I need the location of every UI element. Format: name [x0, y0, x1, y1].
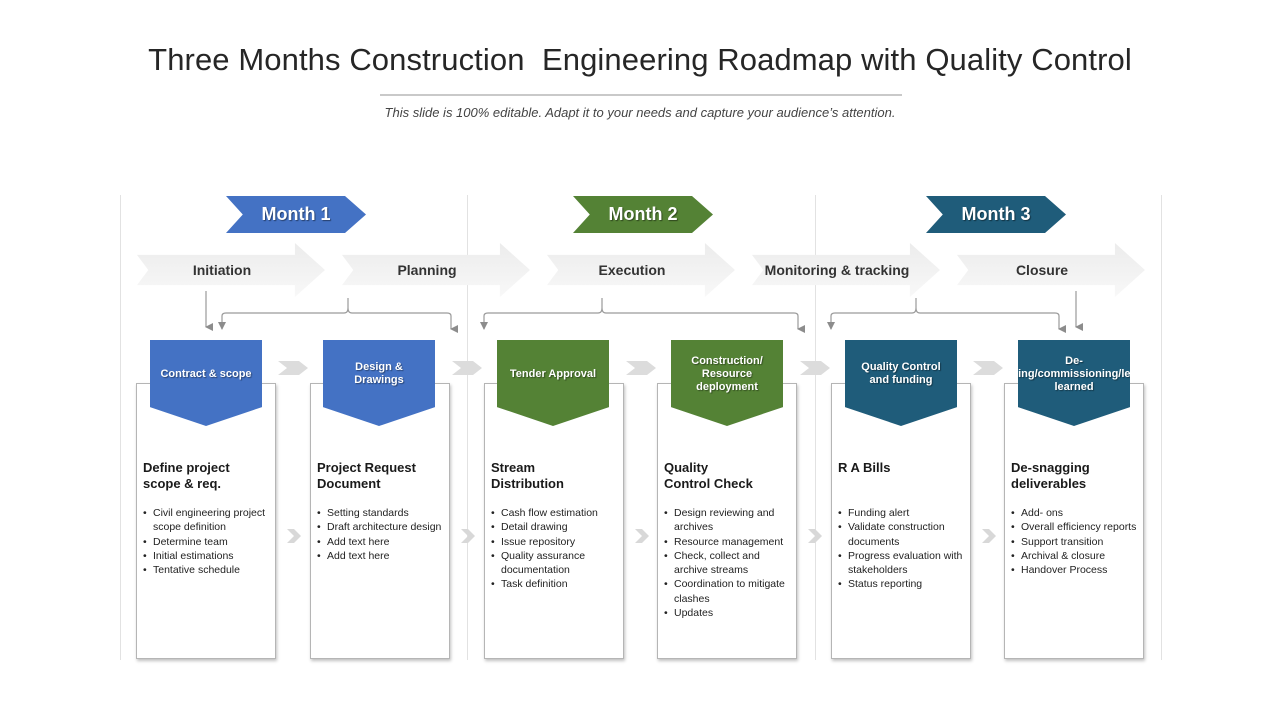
bullet-item: Coordination to mitigate clashes: [664, 577, 796, 606]
card-title: Stream Distribution: [491, 460, 564, 491]
month-banner-2: Month 2: [573, 196, 713, 233]
bullet-item: Overall efficiency reports: [1011, 520, 1143, 535]
step-tag-1: Contract & scope: [150, 340, 262, 426]
chevron-right-icon: [452, 361, 482, 375]
bullet-item: Support transition: [1011, 535, 1143, 550]
bullet-item: Handover Process: [1011, 563, 1143, 578]
column-divider: [1161, 195, 1162, 660]
bullet-item: Civil engineering project scope definiti…: [143, 506, 275, 535]
card-title: R A Bills: [838, 460, 891, 475]
card-title: De-snagging deliverables: [1011, 460, 1090, 491]
step-card-6: De-snagging deliverables Add- onsOverall…: [1004, 383, 1144, 659]
connector-execution: [483, 298, 798, 329]
bullet-item: Funding alert: [838, 506, 970, 521]
bullet-item: Setting standards: [317, 506, 449, 521]
chevron-right-icon: [973, 361, 1003, 375]
card-bullets: Design reviewing and archivesResource ma…: [664, 506, 796, 621]
bullet-item: Quality assurance documentation: [491, 549, 623, 578]
chevron-right-icon: [635, 529, 649, 543]
column-divider: [467, 195, 468, 660]
bullet-item: Determine team: [143, 535, 275, 550]
bullet-item: Check, collect and archive streams: [664, 549, 796, 578]
bullet-item: Updates: [664, 606, 796, 621]
card-bullets: Setting standardsDraft architecture desi…: [317, 506, 449, 563]
bullet-item: Detail drawing: [491, 520, 623, 535]
chevron-right-icon: [982, 529, 996, 543]
bullet-item: Resource management: [664, 535, 796, 550]
bullet-item: Archival & closure: [1011, 549, 1143, 564]
chevron-right-icon: [278, 361, 308, 375]
card-bullets: Funding alertValidate construction docum…: [838, 506, 970, 592]
bullet-item: Validate construction documents: [838, 520, 970, 549]
card-title: Quality Control Check: [664, 460, 753, 491]
slide-title: Three Months Construction Engineering Ro…: [148, 42, 1132, 77]
bullet-item: Tentative schedule: [143, 563, 275, 578]
bullet-item: Add text here: [317, 549, 449, 564]
bullet-item: Design reviewing and archives: [664, 506, 796, 535]
bullet-item: Draft architecture design: [317, 520, 449, 535]
card-bullets: Cash flow estimationDetail drawingIssue …: [491, 506, 623, 592]
chevron-right-icon: [808, 529, 822, 543]
bullet-item: Status reporting: [838, 577, 970, 592]
step-card-2: Project Request Document Setting standar…: [310, 383, 450, 659]
column-divider: [815, 195, 816, 660]
step-tag-6: De-snagging/commissioning/lessons learne…: [1018, 340, 1130, 426]
chevron-right-icon: [626, 361, 656, 375]
chevron-right-icon: [287, 529, 301, 543]
month-banner-3: Month 3: [926, 196, 1066, 233]
bullet-item: Issue repository: [491, 535, 623, 550]
slide-subtitle: This slide is 100% editable. Adapt it to…: [384, 105, 896, 120]
connector-monitoring: [830, 298, 1059, 329]
step-card-4: Quality Control Check Design reviewing a…: [657, 383, 797, 659]
bullet-item: Cash flow estimation: [491, 506, 623, 521]
bullet-item: Initial estimations: [143, 549, 275, 564]
step-tag-4: Construction/ Resource deployment: [671, 340, 783, 426]
bullet-item: Add- ons: [1011, 506, 1143, 521]
column-divider: [120, 195, 121, 660]
bullet-item: Task definition: [491, 577, 623, 592]
chevron-right-icon: [461, 529, 475, 543]
title-divider: [380, 94, 902, 96]
step-tag-5: Quality Control and funding: [845, 340, 957, 426]
card-bullets: Add- onsOverall efficiency reportsSuppor…: [1011, 506, 1143, 578]
month-banner-1: Month 1: [226, 196, 366, 233]
step-tag-2: Design & Drawings: [323, 340, 435, 426]
card-bullets: Civil engineering project scope definiti…: [143, 506, 275, 578]
step-card-1: Define project scope & req. Civil engine…: [136, 383, 276, 659]
card-title: Project Request Document: [317, 460, 416, 491]
card-title: Define project scope & req.: [143, 460, 230, 491]
bullet-item: Add text here: [317, 535, 449, 550]
bullet-item: Progress evaluation with stakeholders: [838, 549, 970, 578]
step-card-3: Stream Distribution Cash flow estimation…: [484, 383, 624, 659]
chevron-right-icon: [800, 361, 830, 375]
step-tag-3: Tender Approval: [497, 340, 609, 426]
connector-planning: [221, 298, 451, 329]
